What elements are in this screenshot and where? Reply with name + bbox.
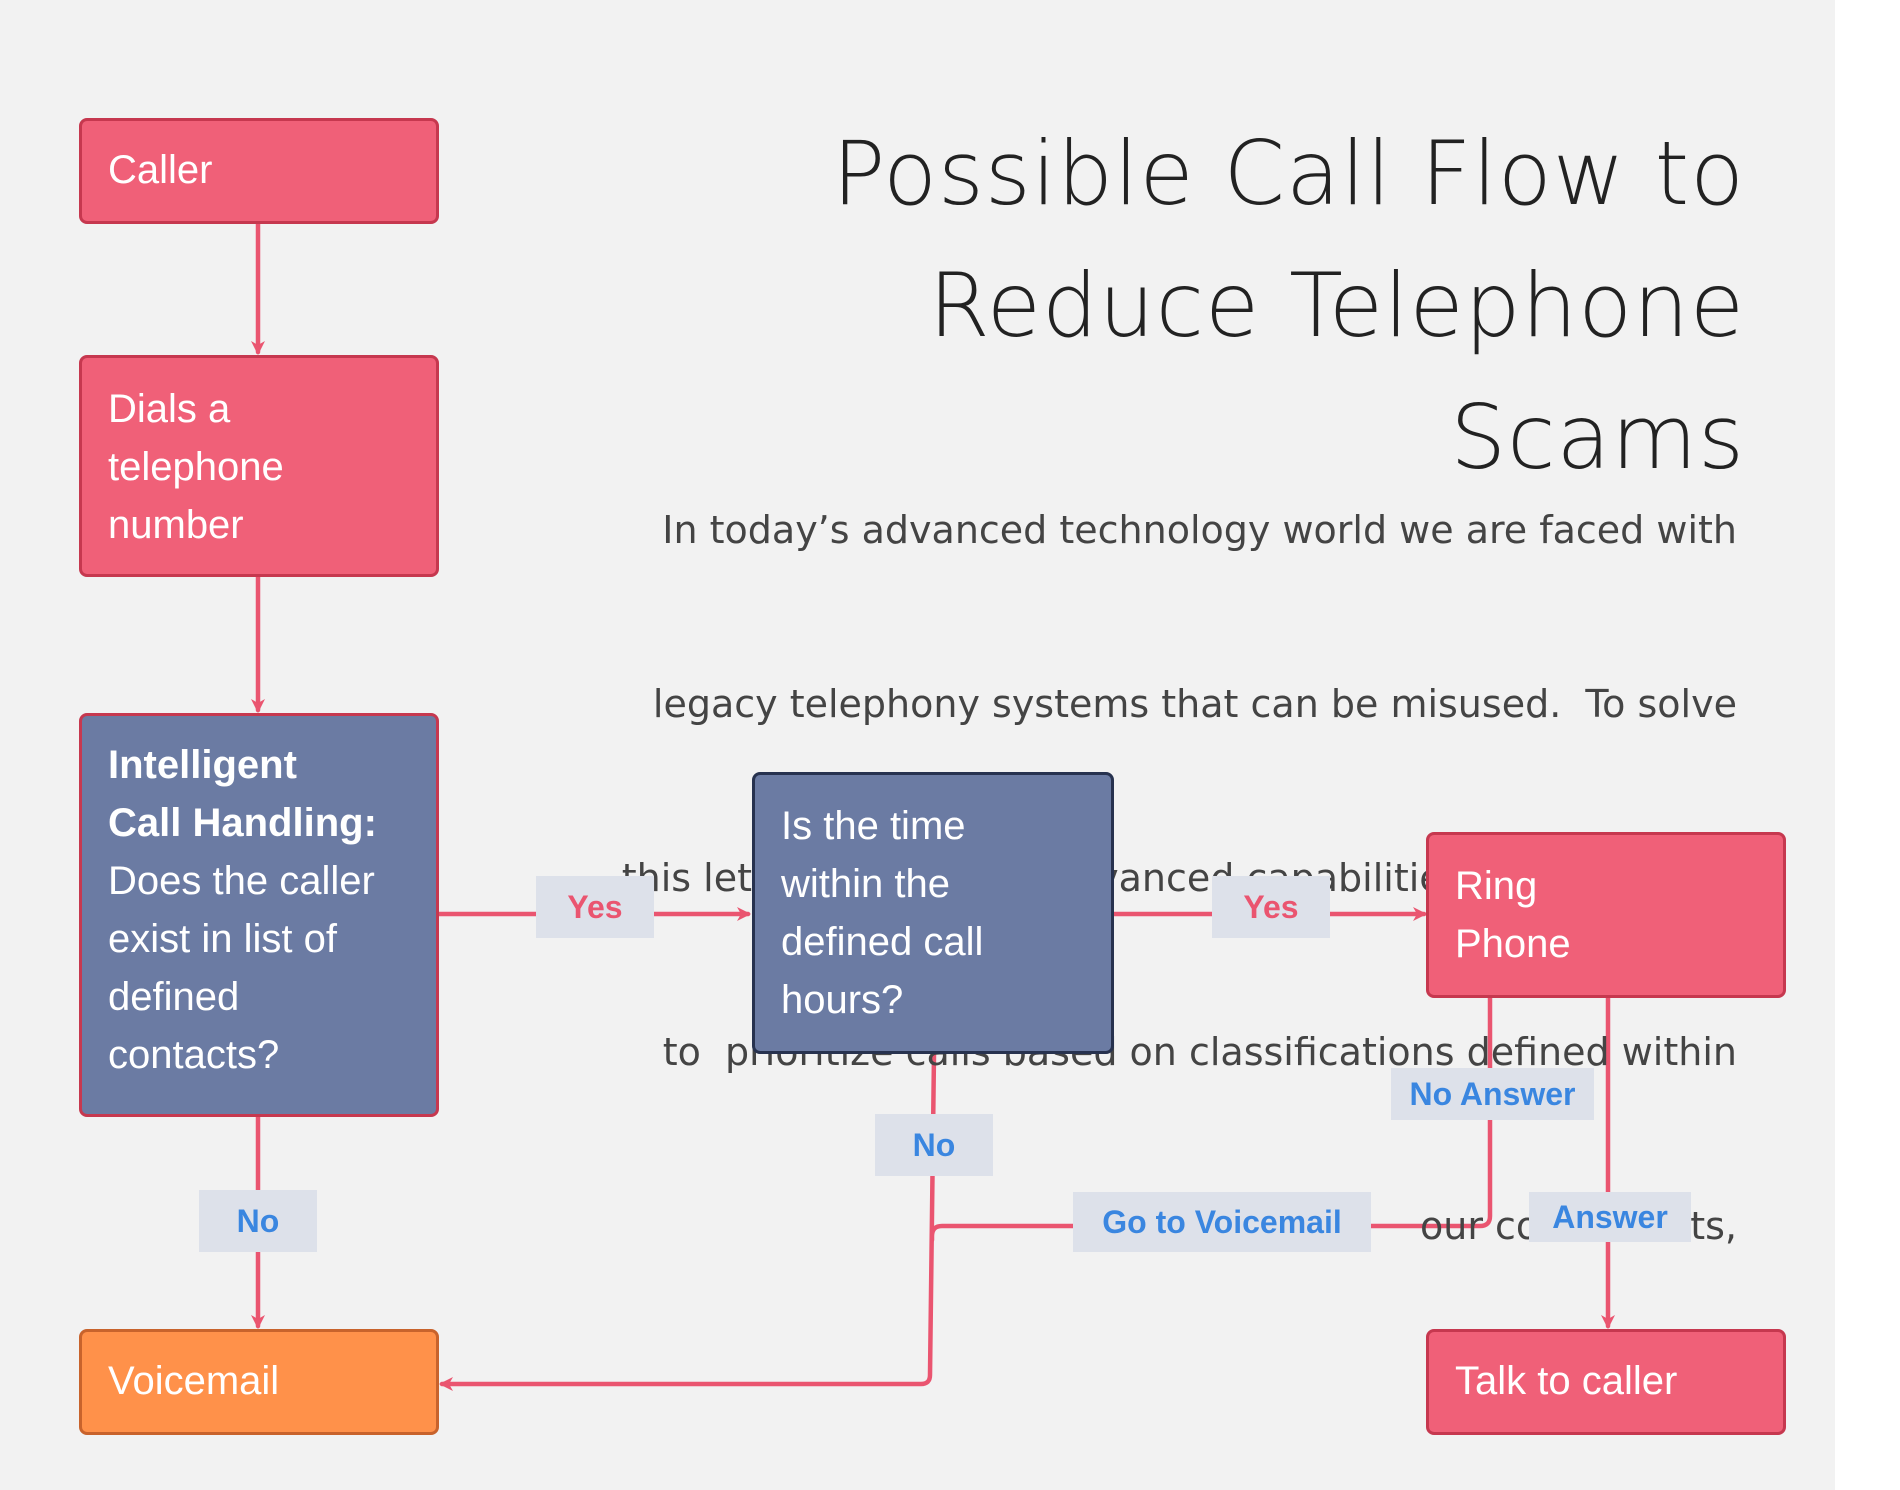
edge-label-answer: Answer (1529, 1192, 1691, 1242)
edge-label-yes: Yes (1212, 876, 1330, 938)
description-line: legacy telephony systems that can be mis… (652, 682, 1737, 726)
node-time-check: Is the time within the defined call hour… (752, 772, 1114, 1054)
node-dials-line: Dials a (108, 387, 231, 431)
node-talk-to-caller: Talk to caller (1426, 1329, 1786, 1435)
node-time-line: within the (781, 862, 950, 906)
edge-label-yes: Yes (536, 876, 654, 938)
title-line-2: Reduce Telephone Scams (928, 254, 1745, 489)
node-voicemail: Voicemail (79, 1329, 439, 1435)
diagram-title: Possible Call Flow to Reduce Telephone S… (645, 108, 1745, 504)
edge-time-no-to-voicemail (439, 1051, 937, 1391)
node-voicemail-label: Voicemail (108, 1359, 280, 1403)
node-time-line: Is the time (781, 804, 966, 848)
node-dials-line: number (108, 503, 244, 547)
node-ring-line: Phone (1455, 922, 1571, 966)
node-ring-line: Ring (1455, 864, 1538, 908)
description-line: In today’s advanced technology world we … (662, 508, 1737, 552)
node-intelligent-line: Does the caller (108, 859, 375, 903)
edge-label-no-answer: No Answer (1391, 1068, 1594, 1120)
node-caller: Caller (79, 118, 439, 224)
node-dials-line: telephone (108, 445, 284, 489)
node-intelligent-heading: Call Handling: (108, 801, 377, 845)
edge-label-go-to-voicemail: Go to Voicemail (1073, 1192, 1371, 1252)
node-intelligent-line: contacts? (108, 1033, 280, 1077)
node-caller-label: Caller (108, 148, 213, 192)
edge-label-no: No (875, 1114, 993, 1176)
node-intelligent-heading: Intelligent (108, 743, 297, 787)
node-intelligent-line: exist in list of (108, 917, 337, 961)
node-talk-label: Talk to caller (1455, 1359, 1678, 1403)
node-time-line: defined call (781, 920, 984, 964)
node-ring-phone: Ring Phone (1426, 832, 1786, 998)
node-time-line: hours? (781, 978, 904, 1022)
title-line-1: Possible Call Flow to (832, 122, 1745, 225)
node-dials-number: Dials a telephone number (79, 355, 439, 577)
node-intelligent-line: defined (108, 975, 240, 1019)
edge-label-no: No (199, 1190, 317, 1252)
node-intelligent-call-handling: Intelligent Call Handling: Does the call… (79, 713, 439, 1117)
